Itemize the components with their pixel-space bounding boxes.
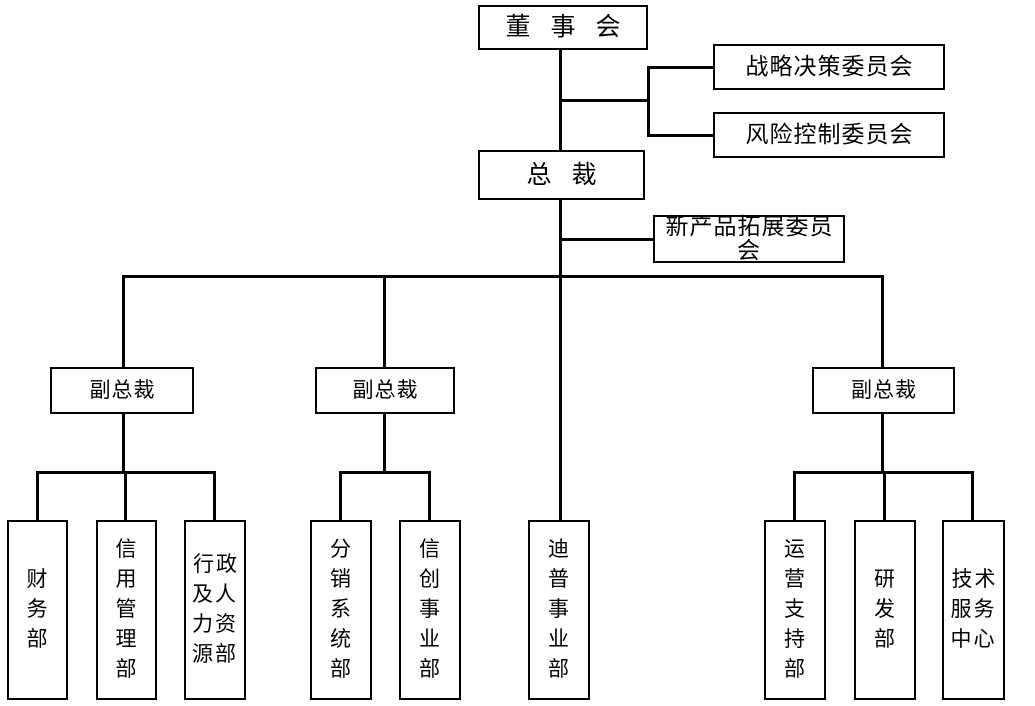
- connector-spine-to-committee-bus: [559, 99, 650, 102]
- connector-vp-left-branch-2: [124, 471, 127, 522]
- node-new-product-committee[interactable]: 新产品拓展委员会: [653, 215, 845, 263]
- node-department-technical-service-center[interactable]: 技术 服务 中心: [942, 520, 1005, 700]
- node-vp-left-label: 副总裁: [89, 378, 156, 403]
- connector-vp-left-branch-3: [213, 471, 216, 522]
- node-strategy-committee-label: 战略决策委员会: [745, 53, 914, 80]
- connector-bus-to-vp-left: [122, 275, 125, 367]
- node-department-operations-support[interactable]: 运 营 支 持 部: [764, 520, 826, 700]
- node-department-xinchuang-bu-label: 信 创 事 业 部: [419, 537, 441, 681]
- node-department-finance-label: 财 务 部: [26, 567, 49, 651]
- node-department-dptech-bu-label: 迪 普 事 业 部: [548, 537, 570, 681]
- node-department-admin-hr-label: 行政 及人 力资 源部: [192, 552, 239, 666]
- node-strategy-committee[interactable]: 战略决策委员会: [713, 44, 945, 90]
- connector-to-risk-committee: [647, 134, 715, 137]
- node-department-credit-management[interactable]: 信 用 管 理 部: [96, 520, 157, 700]
- connector-vp-bus: [122, 275, 884, 278]
- connector-vp-right-branch-1: [793, 471, 796, 522]
- node-department-finance[interactable]: 财 务 部: [7, 520, 68, 700]
- node-department-credit-management-label: 信 用 管 理 部: [115, 537, 138, 681]
- connector-vp-middle-stem: [383, 414, 386, 473]
- node-department-distribution-systems[interactable]: 分 销 系 统 部: [310, 520, 372, 700]
- node-vp-left[interactable]: 副总裁: [50, 367, 194, 414]
- node-board-label: 董 事 会: [505, 12, 627, 42]
- connector-vp-middle-branch-2: [428, 471, 431, 522]
- node-department-dptech-bu[interactable]: 迪 普 事 业 部: [528, 520, 590, 700]
- node-risk-committee[interactable]: 风险控制委员会: [713, 112, 945, 158]
- node-board[interactable]: 董 事 会: [478, 5, 648, 50]
- node-department-rnd[interactable]: 研 发 部: [854, 520, 916, 700]
- node-department-rnd-label: 研 发 部: [874, 567, 896, 651]
- connector-bus-to-vp-right: [881, 275, 884, 367]
- node-department-distribution-systems-label: 分 销 系 统 部: [330, 537, 352, 681]
- connector-vp-middle-branch-1: [339, 471, 342, 522]
- node-department-technical-service-center-label: 技术 服务 中心: [950, 567, 998, 651]
- node-president[interactable]: 总 裁: [478, 150, 645, 200]
- node-department-operations-support-label: 运 营 支 持 部: [784, 537, 806, 681]
- connector-vp-left-stem: [122, 414, 125, 473]
- node-department-admin-hr[interactable]: 行政 及人 力资 源部: [184, 520, 246, 700]
- node-vp-right[interactable]: 副总裁: [812, 367, 955, 414]
- node-department-xinchuang-bu[interactable]: 信 创 事 业 部: [399, 520, 461, 700]
- node-vp-middle[interactable]: 副总裁: [315, 367, 455, 414]
- connector-vp-left-branch-1: [36, 471, 39, 522]
- connector-to-strategy-committee: [647, 66, 715, 69]
- node-president-label: 总 裁: [526, 159, 603, 189]
- connector-president-spine: [559, 200, 562, 522]
- node-vp-middle-label: 副总裁: [352, 378, 419, 403]
- connector-vp-right-branch-2: [883, 471, 886, 522]
- node-new-product-committee-label: 新产品拓展委员会: [665, 213, 834, 264]
- connector-to-new-product-committee: [559, 238, 655, 241]
- node-risk-committee-label: 风险控制委员会: [745, 121, 914, 148]
- node-vp-right-label: 副总裁: [851, 378, 917, 403]
- connector-vp-right-stem: [881, 414, 884, 473]
- connector-vp-middle-bus: [339, 471, 431, 474]
- connector-bus-to-vp-middle: [383, 275, 386, 367]
- connector-vp-right-branch-3: [971, 471, 974, 522]
